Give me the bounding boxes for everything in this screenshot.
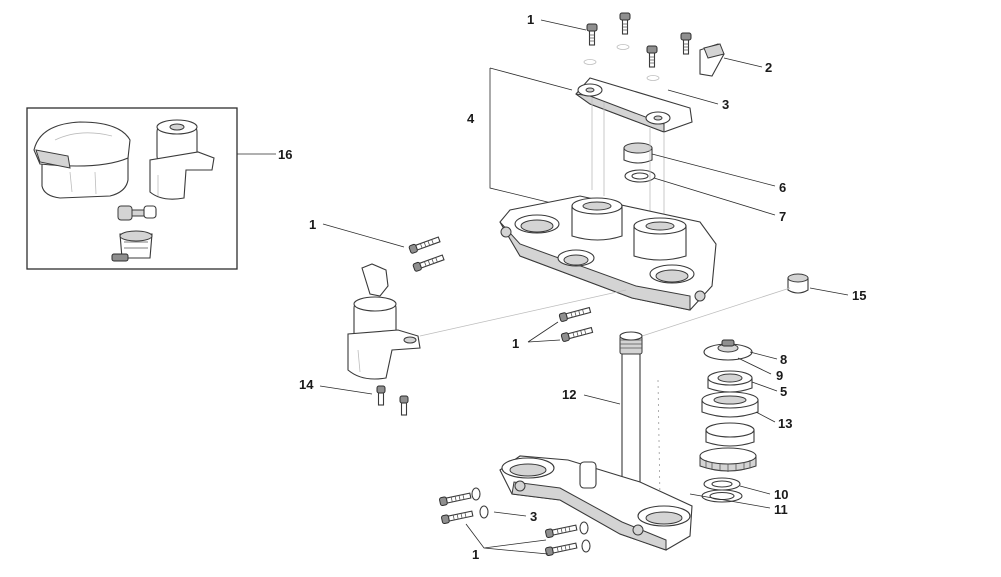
ignition-lock-icon	[149, 119, 215, 200]
callout-16: 16	[278, 147, 292, 162]
steering-stem-icon	[619, 331, 643, 491]
keys-icon	[117, 205, 157, 221]
leader-lines	[237, 19, 849, 555]
handlebar-clamp-icon	[575, 77, 693, 133]
callout-1-top: 1	[527, 12, 534, 27]
callout-11: 11	[774, 502, 788, 517]
callout-8: 8	[780, 352, 787, 367]
lock-screws	[408, 236, 445, 272]
washer-icon	[624, 169, 656, 183]
callout-6: 6	[779, 180, 786, 195]
callout-15: 15	[852, 288, 866, 303]
inset-box	[26, 107, 238, 270]
callout-4: 4	[467, 111, 475, 126]
stem-nut-icon	[787, 273, 809, 294]
lower-clamp-screws	[439, 487, 591, 557]
callout-13: 13	[778, 416, 792, 431]
callout-1-mid: 1	[512, 336, 519, 351]
lower-triple-clamp-icon	[499, 455, 693, 551]
callout-7: 7	[779, 209, 786, 224]
callout-9: 9	[776, 368, 783, 383]
steering-lock-icon	[347, 263, 421, 380]
callout-5: 5	[780, 384, 787, 399]
rubber-bush-icon	[623, 142, 653, 164]
callout-2: 2	[765, 60, 772, 75]
upper-triple-clamp-icon	[499, 195, 717, 311]
small-screws	[376, 385, 409, 416]
yoke-screws	[558, 306, 594, 342]
callout-12: 12	[562, 387, 576, 402]
rubber-cap-icon	[699, 43, 725, 77]
callout-1-bottom: 1	[472, 547, 479, 562]
callout-3-top: 3	[722, 97, 729, 112]
callout-14: 14	[299, 377, 314, 392]
callout-10: 10	[774, 487, 788, 502]
fuel-cap-icon	[33, 121, 131, 199]
top-clamp-screws	[583, 12, 692, 81]
callout-3-bottom: 3	[530, 509, 537, 524]
lock-barrel-icon	[111, 230, 153, 262]
bearing-stack	[699, 339, 759, 503]
callout-labels: 1 2 3 4 6 7 16 1 15 1 8 9 5 14 12 13 10 …	[278, 12, 866, 562]
callout-1-left: 1	[309, 217, 316, 232]
